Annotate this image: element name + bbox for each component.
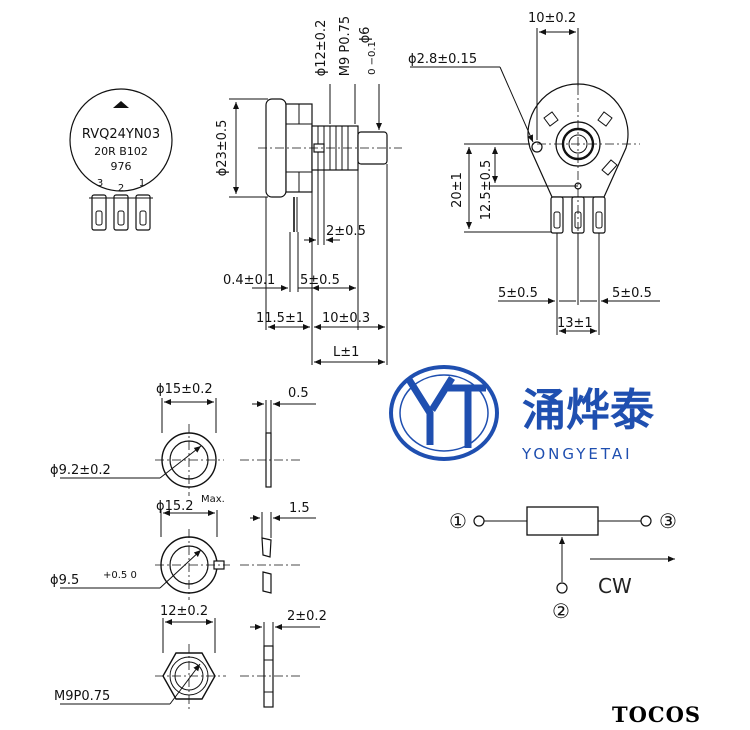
washer2-thickness: 1.5 <box>289 501 310 516</box>
dim-front-length: 10±0.3 <box>322 311 370 326</box>
dim-center-to-base: 12.5±0.5 <box>479 160 494 221</box>
schematic-pin3: ③ <box>659 509 677 533</box>
dim-hole-offset: 10±0.2 <box>528 11 576 26</box>
dim-body-length: 11.5±1 <box>256 311 304 326</box>
front-body-outline <box>69 88 173 192</box>
washer2-inner-dim: ϕ9.5 <box>50 573 79 588</box>
dim-bushing-diameter: ϕ12±0.2 <box>314 20 329 77</box>
tocos-mark-icon <box>113 101 129 108</box>
front-code-label: 20R B102 <box>94 145 148 158</box>
rear-terminals <box>550 196 606 234</box>
maker-name: TOCOS <box>612 702 701 727</box>
nut: 12±0.2 M9P0.75 2±0.2 <box>54 604 327 710</box>
resistor-body <box>526 506 599 536</box>
side-view: ϕ23±0.5 ϕ12±0.2 M9 P0.75 ϕ6 0 −0.1 2±0.5… <box>215 16 402 365</box>
dim-body-diameter: ϕ23±0.5 <box>215 120 230 177</box>
dim-terminal-span: 13±1 <box>557 316 593 331</box>
dim-center-to-terminal: 20±1 <box>450 172 465 208</box>
nut-thread: M9P0.75 <box>54 689 110 704</box>
dim-pitch-right: 5±0.5 <box>612 286 652 301</box>
washer2-inner-tolerance: +0.5 0 <box>103 570 137 581</box>
washer1-outer-dim: ϕ15±0.2 <box>156 382 213 397</box>
front-pin3-label: 3 <box>97 178 103 189</box>
washer1-inner-dim: ϕ9.2±0.2 <box>50 463 111 478</box>
logo-y-mark <box>405 376 455 445</box>
dim-shaft-diameter: ϕ6 <box>358 27 373 44</box>
logo-t-mark <box>448 384 486 448</box>
brand-name-en: YONGYETAI <box>521 445 633 463</box>
dim-locating-hole: ϕ2.8±0.15 <box>408 52 477 67</box>
washer-2: ϕ15.2 Max. ϕ9.5 +0.5 0 1.5 <box>50 494 316 600</box>
dim-pitch-left: 5±0.5 <box>498 286 538 301</box>
washer2-outer-dim: ϕ15.2 <box>156 499 194 514</box>
washer1-thickness: 0.5 <box>288 386 309 401</box>
dim-shaft-tolerance: 0 −0.1 <box>367 41 378 75</box>
schematic: ① ③ ② CW <box>449 506 677 623</box>
front-pin1-label: 1 <box>139 178 145 189</box>
front-view: RVQ24YN03 20R B102 976 3 2 1 <box>69 88 173 231</box>
front-model-label: RVQ24YN03 <box>82 127 160 142</box>
schematic-direction: CW <box>598 574 632 598</box>
washer2-outer-max: Max. <box>201 494 225 505</box>
dim-offset: 0.4±0.1 <box>223 273 275 288</box>
rear-view: 10±0.2 ϕ2.8±0.15 20±1 12.5±0.5 5±0.5 5±0… <box>408 11 660 335</box>
front-lot-label: 976 <box>111 160 132 173</box>
front-pin2-label: 2 <box>118 183 124 194</box>
brand-name-cn: 涌烨泰 <box>522 385 655 436</box>
dim-thread: M9 P0.75 <box>338 16 353 76</box>
nut-thickness: 2±0.2 <box>287 609 327 624</box>
dim-total-length: L±1 <box>333 345 359 360</box>
schematic-pin2: ② <box>552 599 570 623</box>
washer-1: ϕ15±0.2 ϕ9.2±0.2 0.5 <box>50 382 316 496</box>
rear-locating-hole <box>531 141 543 153</box>
front-terminals <box>89 194 153 231</box>
schematic-pin1: ① <box>449 509 467 533</box>
yongyetai-logo: 涌烨泰 YONGYETAI <box>389 365 655 463</box>
dim-flat: 2±0.5 <box>326 224 366 239</box>
nut-across-flats: 12±0.2 <box>160 604 208 619</box>
dim-bushing-length: 5±0.5 <box>300 273 340 288</box>
logo-ring <box>389 365 499 461</box>
